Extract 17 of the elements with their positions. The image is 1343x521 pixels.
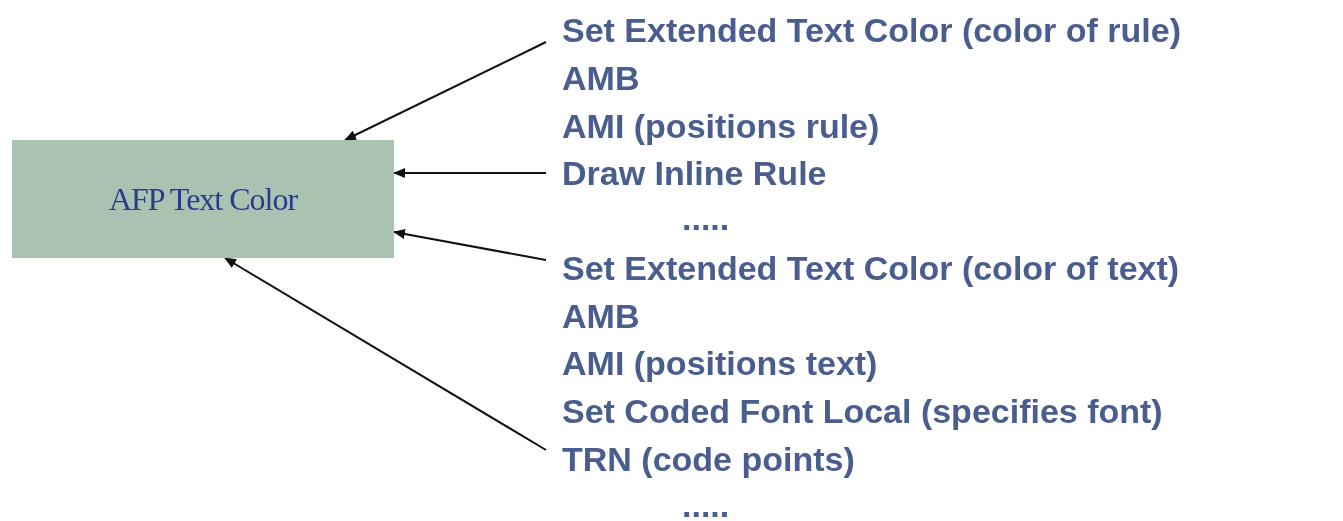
instruction-text: AMI (positions text) [562, 343, 878, 383]
instruction-text: TRN (code points) [562, 439, 855, 479]
arrow [344, 41, 547, 141]
instruction-text: Set Extended Text Color (color of text) [562, 248, 1180, 288]
arrow [393, 168, 547, 178]
arrow [393, 229, 547, 261]
instruction-text: AMI (positions rule) [562, 106, 880, 146]
process-box [12, 140, 394, 258]
instruction-text: AMB [562, 58, 640, 98]
instruction-text: Set Coded Font Local (specifies font) [562, 391, 1163, 431]
node-label: AFP Text Color [108, 180, 298, 218]
instruction-text: Set Extended Text Color (color of rule) [562, 10, 1181, 50]
arrow [224, 257, 547, 451]
instruction-text: AMB [562, 296, 640, 336]
instruction-text: ..... [682, 485, 730, 521]
instruction-text: Draw Inline Rule [562, 153, 827, 193]
instruction-text: ..... [682, 198, 730, 238]
